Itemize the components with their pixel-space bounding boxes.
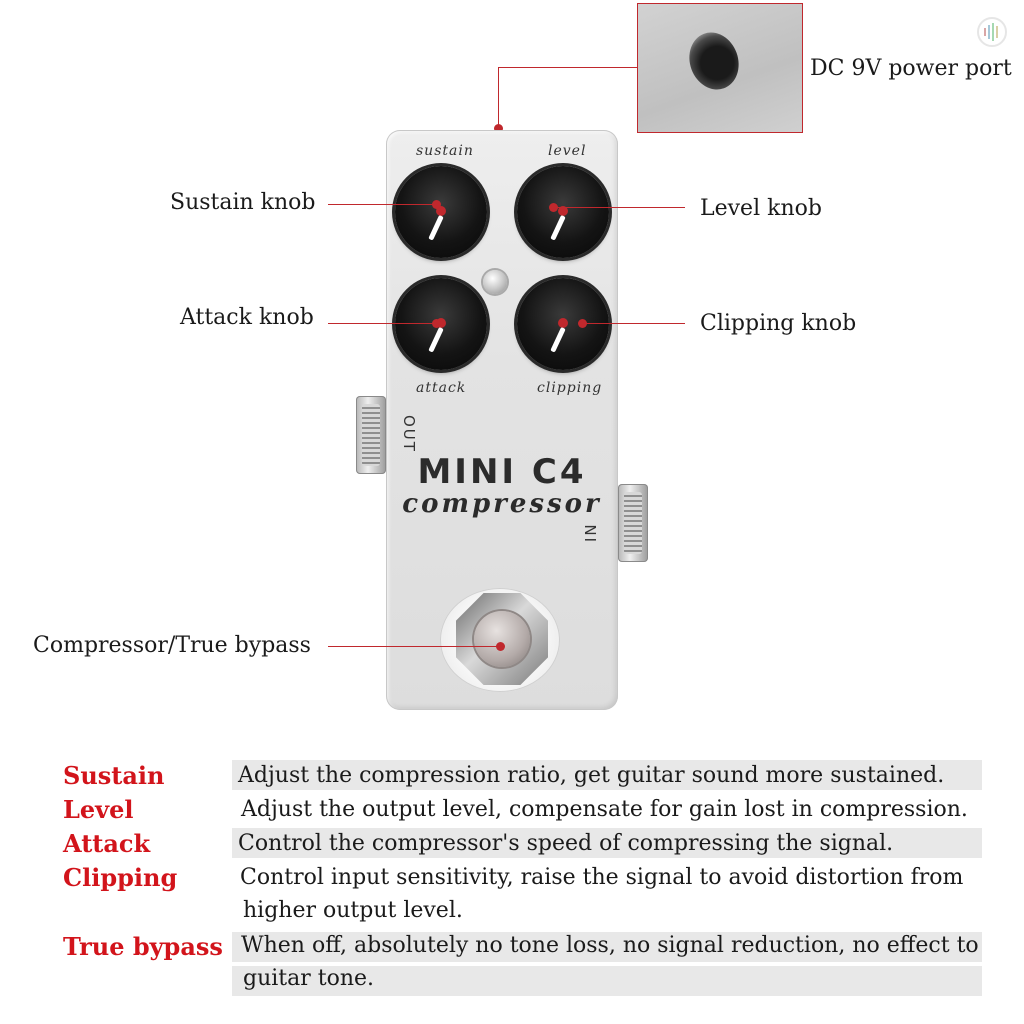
power-port-label: DC 9V power port (810, 56, 1012, 81)
brand-logo (977, 17, 1007, 47)
power-port-dot (494, 124, 503, 133)
sustain-dot (432, 200, 441, 209)
term-clipping: Clipping (63, 863, 178, 892)
attack-label: Attack knob (180, 305, 314, 330)
power-port-leader-h (498, 67, 637, 68)
attack-knob[interactable] (395, 278, 487, 370)
row-shade (232, 760, 982, 790)
attack-dot (432, 319, 441, 328)
clipping-leader (582, 323, 685, 324)
level-leader (553, 207, 685, 208)
sustain-label: Sustain knob (170, 190, 316, 215)
level-caption: level (548, 143, 587, 159)
attack-leader (328, 323, 436, 324)
term-level: Level (63, 795, 134, 824)
desc-sustain: Adjust the compression ratio, get guitar… (238, 763, 945, 788)
level-knob[interactable] (517, 166, 609, 258)
pedal-model: compressor (402, 489, 602, 519)
power-port-leader-v (498, 67, 499, 129)
row-shade (232, 966, 982, 996)
row-shade (232, 932, 982, 962)
out-jack-label: OUT (400, 415, 418, 453)
term-true-bypass: True bypass (63, 932, 223, 961)
footswitch[interactable] (474, 611, 530, 667)
desc-true-bypass-cont: guitar tone. (243, 966, 375, 991)
row-shade (232, 828, 982, 858)
desc-clipping-cont: higher output level. (243, 898, 463, 923)
desc-attack: Control the compressor's speed of compre… (238, 831, 894, 856)
clipping-dot (578, 319, 587, 328)
sustain-caption: sustain (416, 143, 474, 159)
footswitch-label: Compressor/True bypass (33, 633, 311, 658)
footswitch-leader (328, 646, 500, 647)
footswitch-dot (496, 642, 505, 651)
term-attack: Attack (63, 829, 151, 858)
desc-clipping: Control input sensitivity, raise the sig… (240, 865, 964, 890)
term-sustain: Sustain (63, 761, 165, 790)
in-jack-label: IN (582, 522, 600, 542)
clipping-label: Clipping knob (700, 311, 857, 336)
desc-true-bypass: When off, absolutely no tone loss, no si… (241, 933, 979, 958)
sustain-leader (328, 204, 436, 205)
pedal-brand: MINI C4 (417, 452, 587, 492)
level-dot (549, 203, 558, 212)
sustain-knob[interactable] (395, 166, 487, 258)
input-jack (618, 484, 648, 562)
desc-level: Adjust the output level, compensate for … (241, 797, 968, 822)
clipping-knob[interactable] (517, 278, 609, 370)
power-port-inset (637, 3, 803, 133)
status-led (483, 270, 507, 294)
level-label: Level knob (700, 196, 822, 221)
attack-caption: attack (416, 380, 467, 396)
clipping-caption: clipping (537, 380, 603, 396)
power-port-hole (681, 25, 747, 97)
output-jack (356, 396, 386, 474)
